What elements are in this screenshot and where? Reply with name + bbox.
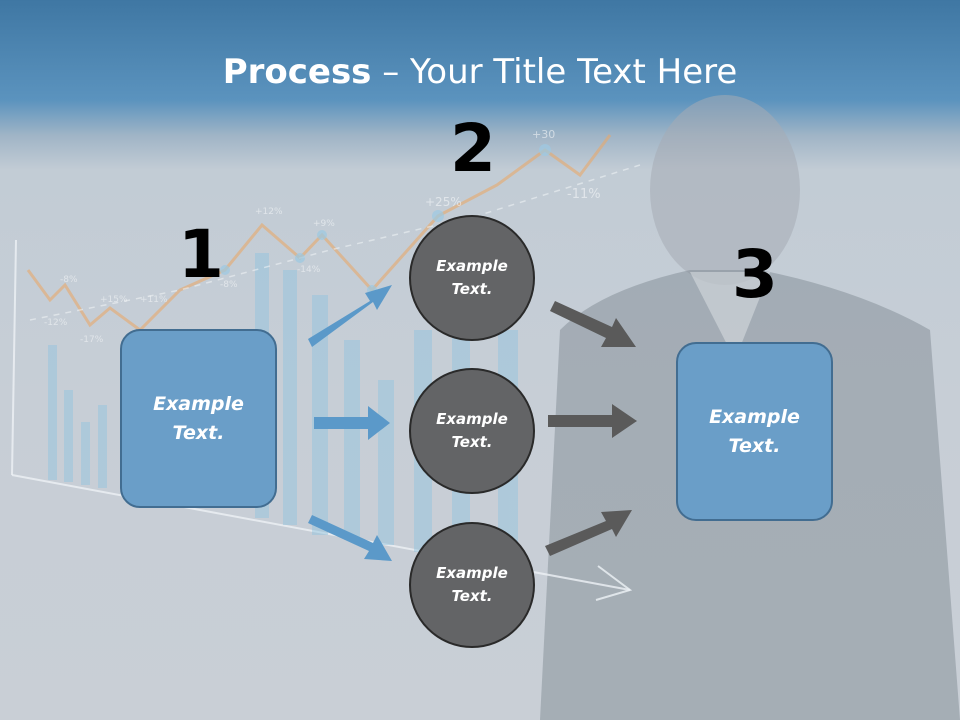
circle-top: Example Text. [409,215,535,341]
circle-middle-line2: Text. [451,433,493,451]
svg-text:+30: +30 [532,128,555,141]
chart-axis-y [11,239,17,476]
step-number-2: 2 [450,110,496,187]
blue-arrow-right-icon [314,406,390,440]
circle-top-line2: Text. [451,280,493,298]
chart-axis-arrowhead [595,565,633,601]
svg-text:+11%: +11% [140,295,168,305]
left-text-box: Example Text. [120,329,277,508]
faint-dashed-line [29,164,641,321]
left-text-box-line1: Example [153,392,244,415]
circle-top-line1: Example [436,257,508,275]
svg-text:-12%: -12% [44,318,68,328]
gray-arrow-right-icon [548,404,637,438]
circle-middle: Example Text. [409,368,535,494]
svg-text:-8%: -8% [60,275,78,285]
gray-arrow-up-icon [545,510,632,556]
blue-arrow-down-icon [308,515,392,561]
blue-arrow-up-icon [308,285,392,347]
person-head [650,95,800,285]
circle-bottom: Example Text. [409,522,535,648]
step-number-3: 3 [732,236,778,313]
slide-title-bold: Process [222,52,372,92]
svg-text:-8%: -8% [220,280,238,290]
circle-bottom-line2: Text. [451,587,493,605]
faint-trend-line [26,134,612,332]
right-text-box-line1: Example [709,405,800,428]
left-text-box-line2: Text. [172,421,225,444]
svg-text:-17%: -17% [80,335,104,345]
svg-text:+25%: +25% [425,195,462,209]
gray-arrow-down-icon [550,301,636,347]
faint-labels: +12% +9% -14% +25% -11% +30 +15% +11% -8… [44,128,601,345]
step-number-1: 1 [178,216,224,293]
right-text-box: Example Text. [676,342,833,521]
svg-text:-14%: -14% [297,265,321,275]
circle-bottom-line1: Example [436,564,508,582]
person-shirt [690,272,770,360]
slide-title: Process – Your Title Text Here [0,52,960,92]
svg-text:+15%: +15% [100,295,128,305]
svg-text:-11%: -11% [567,187,601,202]
right-text-box-line2: Text. [728,434,781,457]
svg-text:+12%: +12% [255,207,283,217]
circle-middle-line1: Example [436,410,508,428]
svg-text:+9%: +9% [313,219,335,229]
slide-title-rest: – Your Title Text Here [371,52,738,92]
